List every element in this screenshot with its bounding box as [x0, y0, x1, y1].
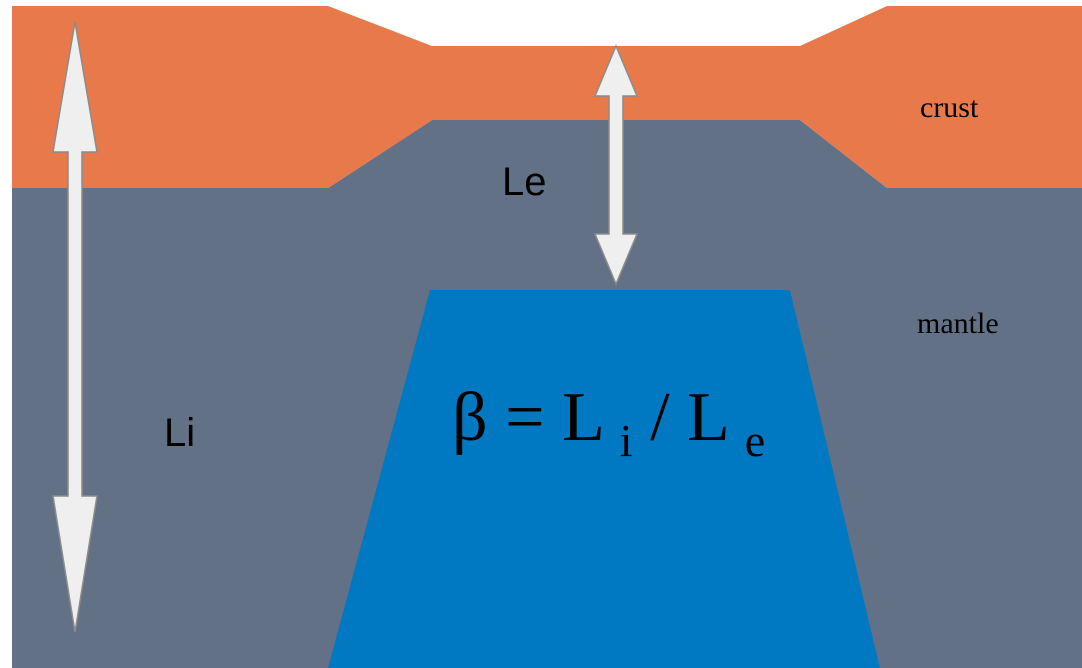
equals-sign: =	[505, 379, 544, 456]
subscript-e: e	[745, 415, 765, 466]
crust-label: crust	[920, 91, 979, 124]
beta-symbol: β	[452, 379, 488, 456]
l-symbol-1: L	[562, 379, 602, 456]
subscript-i: i	[620, 415, 633, 466]
l-symbol-2: L	[687, 379, 727, 456]
slash-symbol: /	[650, 379, 670, 456]
li-label: Li	[164, 411, 195, 455]
mantle-label: mantle	[917, 307, 999, 340]
le-label: Le	[502, 160, 547, 204]
